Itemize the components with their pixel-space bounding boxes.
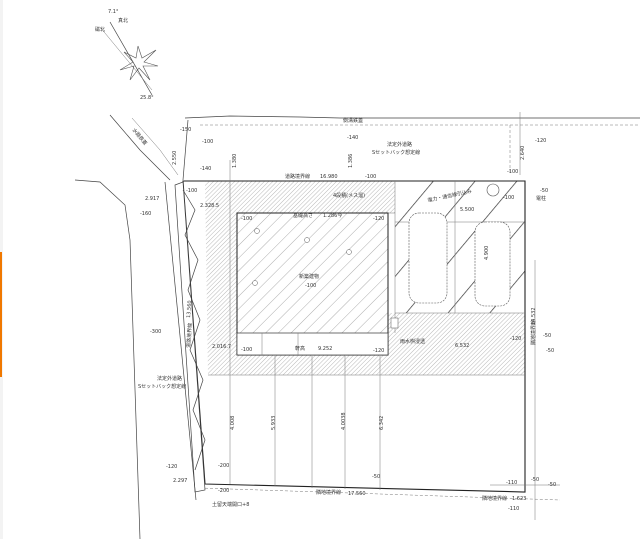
level-label: -50	[540, 188, 548, 194]
level-label: -140	[200, 166, 211, 172]
dim-label: 5.933	[271, 416, 277, 430]
boundary-label: 隣地境界線	[482, 495, 507, 502]
boundary-label: 隣地境界線	[316, 489, 341, 496]
level-label: -120	[373, 216, 384, 222]
boundary-label: 道路境界線	[185, 323, 194, 348]
drain-label: 雨水桝浸透	[400, 338, 425, 345]
level-label: -110	[506, 480, 517, 486]
level-label: -120	[535, 138, 546, 144]
eave-value: 9.252	[318, 346, 332, 352]
level-label: -200	[218, 488, 229, 494]
level-label: -100	[202, 139, 213, 145]
level-label: -100	[503, 195, 514, 201]
dim-label: 4.900	[484, 246, 490, 260]
dim-label: 5.500	[460, 207, 474, 213]
level-label: -100	[507, 169, 518, 175]
dim-label: 2.640	[520, 146, 526, 160]
level-label: -100	[186, 188, 197, 194]
drain-box	[390, 317, 399, 329]
dim-label: 1.380	[232, 154, 238, 168]
utility-pole-icon	[486, 183, 500, 197]
level-label: -100	[241, 216, 252, 222]
dim-label: 6.532	[455, 343, 469, 349]
boundary-label: 道路境界線	[285, 173, 310, 180]
level-label: -50	[531, 477, 539, 483]
magnetic-north-label: 磁北	[95, 26, 105, 33]
car-outline	[474, 221, 511, 307]
dim-label: 4.008	[230, 416, 236, 430]
height-value: 1.286今	[323, 212, 342, 219]
setback-label: Sセットバック想定線	[372, 149, 420, 156]
setback-label: Sセットバック想定線	[138, 383, 186, 390]
wall-label: 4段積(メス溜)	[333, 192, 365, 199]
angle-label: 25.8°	[140, 95, 154, 101]
level-label: -300	[150, 329, 161, 335]
road-top-label: 側溝鉄蓋	[343, 117, 363, 124]
selection-accent-bar	[0, 252, 2, 377]
boundary-length: 14.532	[531, 308, 537, 326]
boundary-length: 13.560	[186, 300, 193, 318]
new-building: 新築建物 -100 -100 -120 基礎高さ 1.286今 -100 -12…	[236, 212, 389, 356]
pole-label: 電柱	[536, 195, 546, 202]
level-label: -50	[543, 333, 551, 339]
level-label: -120	[373, 348, 384, 354]
level-label: -110	[508, 506, 519, 512]
eave-label: 軒高	[295, 345, 305, 352]
level-label: -50	[372, 474, 380, 480]
level-label: -50	[548, 482, 556, 488]
level-label: -120	[510, 336, 521, 342]
dim-label: 2.917	[145, 196, 159, 202]
boundary-length: 1.623	[512, 496, 526, 502]
north-compass: 7.1° 真北 磁北 25.8°	[95, 9, 159, 101]
setback-label: 法定外道路	[157, 375, 182, 382]
dim-label: 1.386	[348, 154, 354, 168]
level-label: -160	[140, 211, 151, 217]
declination-label: 7.1°	[108, 9, 119, 15]
car-outline	[408, 212, 448, 304]
level-label: -120	[166, 464, 177, 470]
dim-label: 4.0038	[341, 413, 347, 431]
building-label: 新築建物	[299, 273, 319, 280]
level-label: -100	[365, 174, 376, 180]
level-label: -200	[218, 463, 229, 469]
site: 道路境界線 16.980 -100 2.328.5 2.016.7 4段積(メス…	[182, 160, 561, 520]
setback-label: 法定外道路	[387, 141, 412, 148]
level-label: -50	[546, 348, 554, 354]
dim-label: 2.550	[172, 151, 178, 165]
building-level: -100	[305, 283, 316, 289]
level-label: -150	[180, 127, 191, 133]
boundary-length: 17.560	[348, 491, 366, 497]
true-north-label: 真北	[118, 17, 128, 24]
level-label: -140	[347, 135, 358, 141]
road-left-label: 水路鉄蓋	[130, 127, 148, 147]
dim-label: 6.342	[379, 416, 385, 430]
dim-label: 2.297	[173, 478, 187, 484]
boundary-length: 16.980	[320, 174, 338, 180]
marker-label: 土留天端開口+8	[212, 501, 249, 508]
level-label: -100	[241, 347, 252, 353]
top-road: 側溝鉄蓋 -100 -140 法定外道路 Sセットバック想定線 1.380 1.…	[184, 112, 640, 175]
setback-dim: 2.016.7	[212, 344, 231, 350]
setback-dim: 2.328.5	[200, 203, 219, 209]
height-label: 基礎高さ	[293, 212, 313, 219]
boundary-label: 隣地境界線	[530, 320, 537, 345]
